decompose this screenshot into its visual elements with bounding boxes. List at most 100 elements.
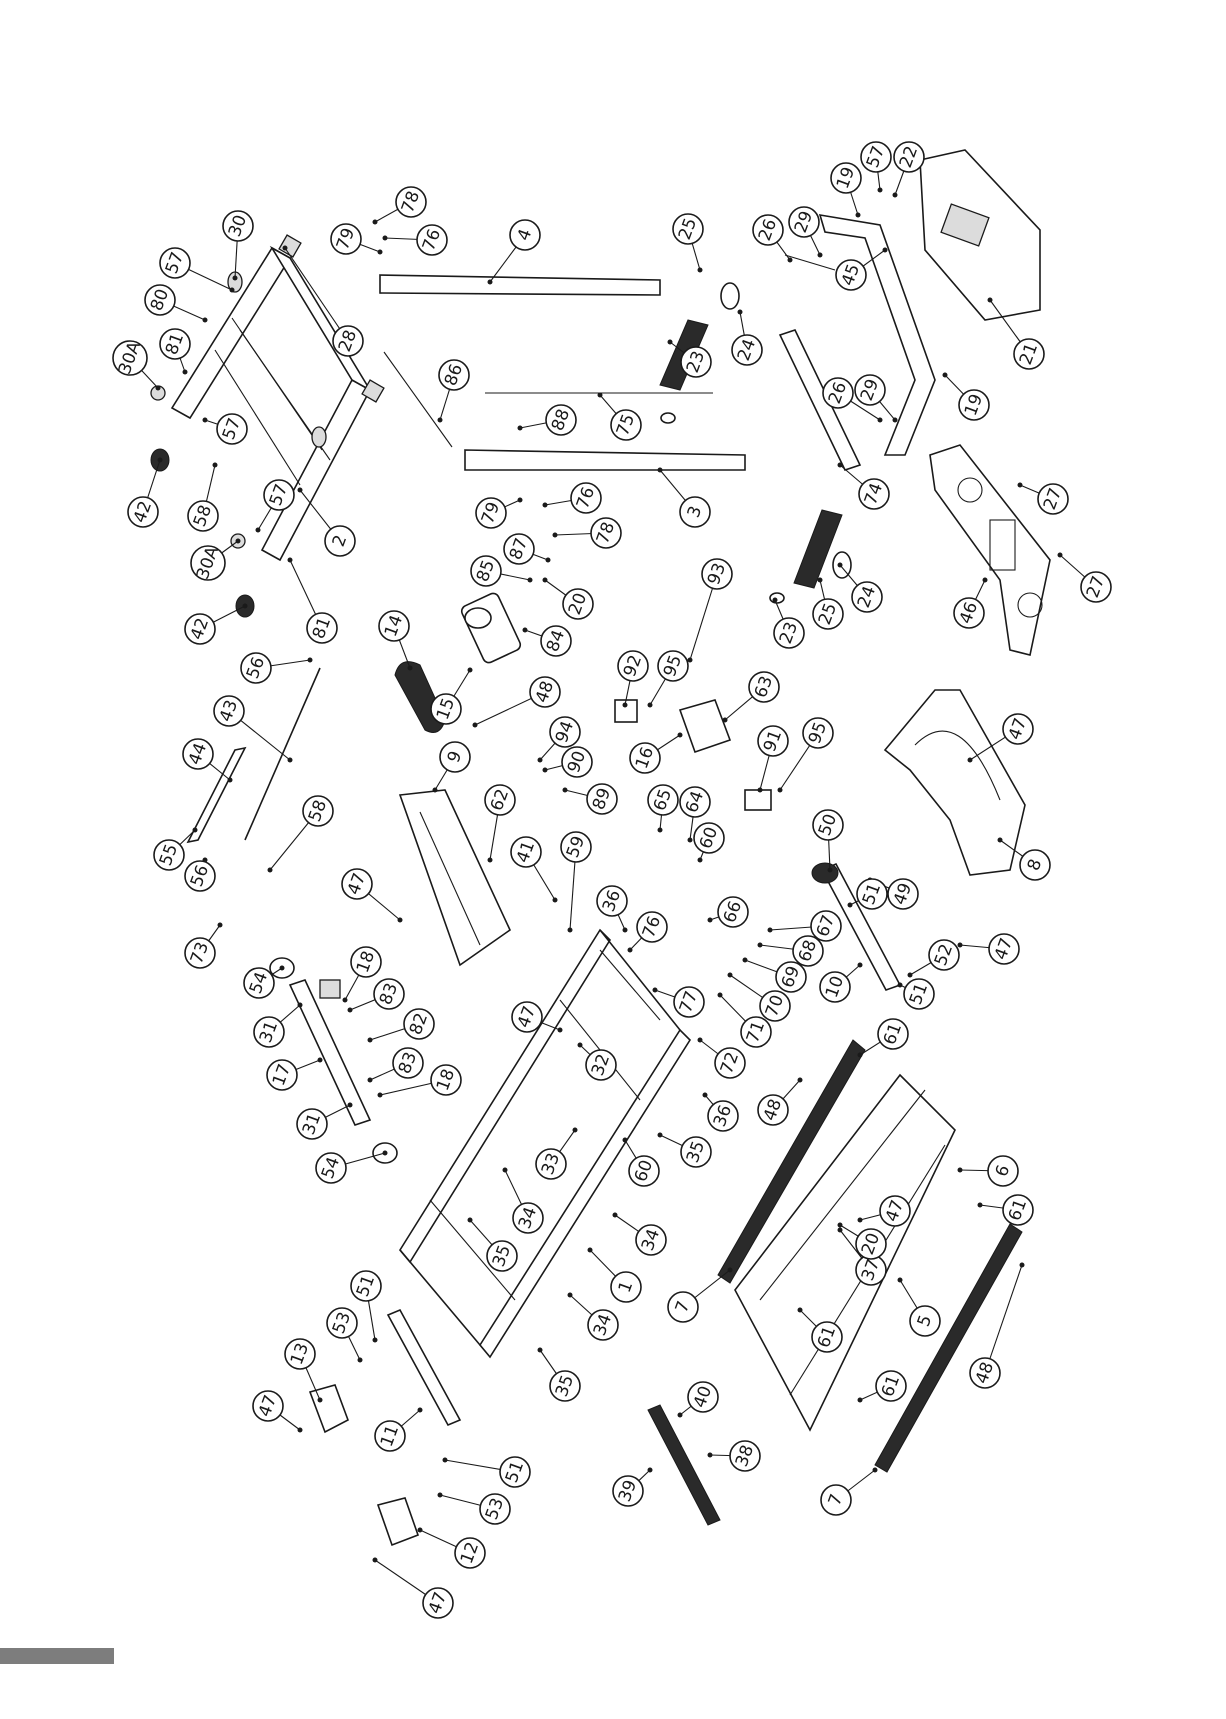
leader-dot [622,1137,628,1143]
callout-circle [679,496,711,528]
callout-circle [875,1370,907,1402]
leader-dot [837,462,843,468]
callout-circle [302,795,334,827]
callout-circle [802,717,834,749]
leader-dot [267,867,273,873]
callout-circle [969,1357,1001,1389]
callout-60: 60 [628,1155,660,1187]
callout-72: 72 [714,1047,746,1079]
callout-65: 65 [647,784,679,816]
leader-dot [487,279,493,285]
callout-19: 19 [830,162,862,194]
callout-41: 41 [510,836,542,868]
callout-circle [395,186,427,218]
callout-47: 47 [879,1195,911,1227]
leader-dot [377,1092,383,1098]
leader-dot [232,275,238,281]
callout-48: 48 [529,676,561,708]
callout-circle [635,1224,667,1256]
callout-75: 75 [610,409,642,441]
leader-dot [622,927,628,933]
leader-dot [182,369,188,375]
leader-dot [667,339,673,345]
leader-dot [857,962,863,968]
callout-circle [430,693,462,725]
callout-53: 53 [479,1493,511,1525]
callout-circle [680,346,712,378]
callout-11: 11 [374,1420,406,1452]
callout-49: 49 [887,878,919,910]
leader-dot [697,857,703,863]
callout-30a: 30A [112,339,148,377]
callout-circle [127,496,159,528]
leader-dot [432,787,438,793]
leader-dot [1019,1262,1025,1268]
leader-dot [235,538,241,544]
callout-circle [112,340,148,376]
callout-34: 34 [587,1309,619,1341]
callout-61: 61 [875,1370,907,1402]
callout-circle [373,978,405,1010]
callout-34: 34 [512,1202,544,1234]
leader-lines [129,156,1097,1604]
leader-dot [742,957,748,963]
leader-dot [317,1397,323,1403]
callout-54: 54 [315,1152,347,1184]
leader-line [284,247,349,342]
callout-circle [499,1456,531,1488]
callout-circle [740,1016,772,1048]
callout-87: 87 [503,533,535,565]
leader-dot [647,702,653,708]
callout-circle [693,822,725,854]
leader-dot [367,1037,373,1043]
callout-circle [503,533,535,565]
part-console [919,149,1041,321]
part-motor-plate [398,789,512,967]
callout-13: 13 [284,1338,316,1370]
callout-53: 53 [326,1307,358,1339]
callout-48: 48 [757,1094,789,1126]
leader-dot [372,1557,378,1563]
callout-81: 81 [159,328,191,360]
callout-59: 59 [560,831,592,863]
callout-circle [585,1049,617,1081]
callout-83: 83 [392,1047,424,1079]
callout-circle [909,1305,941,1337]
leader-dot [707,1452,713,1458]
leader-dot [192,827,198,833]
callout-circle [1013,338,1045,370]
leader-dot [697,267,703,273]
callout-78: 78 [395,186,427,218]
leader-dot [757,787,763,793]
part-electronics [614,699,772,811]
callout-56: 56 [240,652,272,684]
leader-dot [677,1412,683,1418]
callout-78: 78 [590,517,622,549]
callout-51: 51 [350,1270,382,1302]
callout-57: 57 [159,247,191,279]
leader-dot [297,1427,303,1433]
leader-dot [987,297,993,303]
callout-90: 90 [561,746,593,778]
callout-18: 18 [430,1064,462,1096]
callout-circle [479,1493,511,1525]
leader-dot [982,577,988,583]
callout-circle [628,1155,660,1187]
callout-71: 71 [740,1016,772,1048]
leader-dot [977,1202,983,1208]
leader-dot [227,777,233,783]
callout-34: 34 [635,1224,667,1256]
callout-82: 82 [403,1008,435,1040]
callout-47: 47 [341,868,373,900]
callout-48: 48 [969,1357,1001,1389]
callout-circle [610,409,642,441]
callout-47: 47 [422,1587,454,1619]
callout-10: 10 [819,971,851,1003]
callout-circle [928,939,960,971]
leader-dot [697,1037,703,1043]
callout-circle [953,597,985,629]
leader-dot [382,235,388,241]
callout-circle [810,910,842,942]
callout-25: 25 [672,213,704,245]
